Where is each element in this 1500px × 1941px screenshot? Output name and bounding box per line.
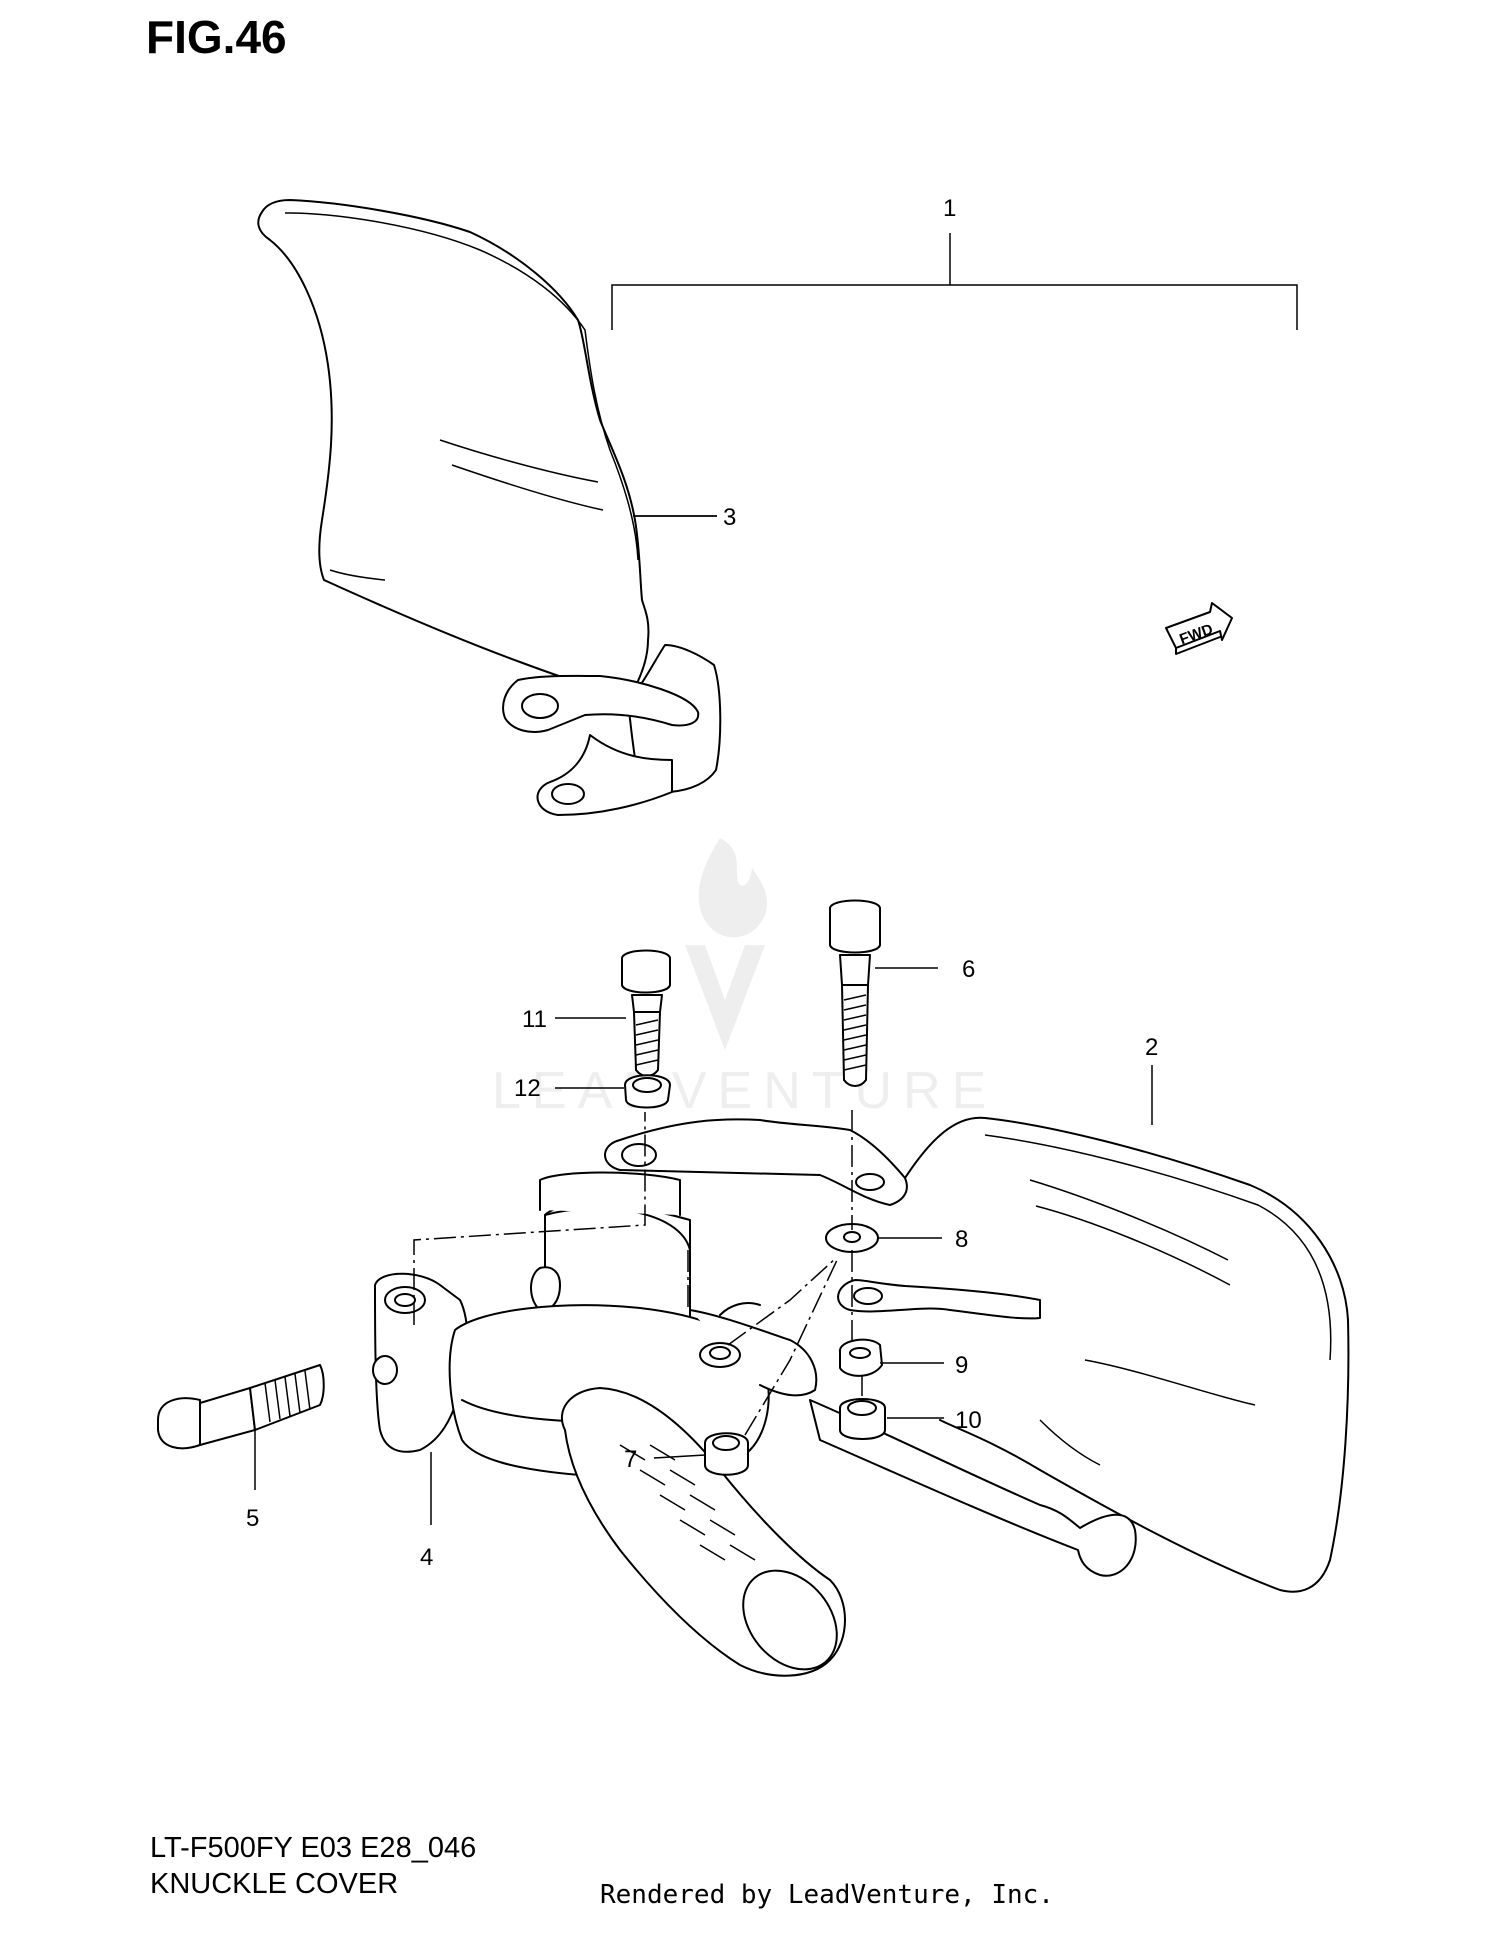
part-5-bolt bbox=[157, 1364, 325, 1450]
assembly-bracket bbox=[611, 233, 1298, 330]
part-3-left-knuckle-cover bbox=[257, 199, 722, 816]
watermark-flame-icon bbox=[698, 838, 768, 938]
part-11-short-bolt bbox=[621, 949, 671, 1077]
watermark-text: LEADVENTURE bbox=[492, 1062, 997, 1120]
part-9-nut bbox=[839, 1338, 883, 1377]
model-code: LT-F500FY E03 E28_046 bbox=[150, 1832, 477, 1864]
callout-7: 7 bbox=[624, 1446, 637, 1473]
section-name: KNUCKLE COVER bbox=[150, 1868, 399, 1900]
callout-labels: 1 2 3 4 5 6 7 8 9 10 11 12 bbox=[246, 195, 1158, 1571]
callout-3: 3 bbox=[723, 504, 736, 531]
callout-4: 4 bbox=[420, 1544, 433, 1571]
callout-12: 12 bbox=[514, 1075, 541, 1102]
callout-11: 11 bbox=[522, 1006, 547, 1033]
callout-5: 5 bbox=[246, 1505, 259, 1532]
callout-1: 1 bbox=[943, 195, 956, 222]
part-7-collar bbox=[704, 1432, 749, 1476]
part-6-long-bolt bbox=[829, 899, 881, 1087]
callout-2: 2 bbox=[1145, 1034, 1158, 1061]
callout-8: 8 bbox=[955, 1226, 968, 1253]
handle-grip bbox=[560, 1387, 846, 1677]
part-10-collar bbox=[839, 1398, 886, 1440]
assembly-lines bbox=[413, 1110, 863, 1436]
part-12-washer bbox=[624, 1074, 671, 1109]
callout-9: 9 bbox=[955, 1352, 968, 1379]
fwd-direction-badge: FWD bbox=[1165, 602, 1233, 655]
figure-title: FIG.46 bbox=[146, 11, 287, 63]
callout-10: 10 bbox=[955, 1407, 982, 1434]
callout-6: 6 bbox=[962, 956, 975, 983]
watermark: LEADVENTURE bbox=[492, 838, 997, 1120]
leader-lines bbox=[254, 515, 1153, 1525]
part-2-right-knuckle-cover bbox=[604, 1116, 1350, 1593]
render-credit: Rendered by LeadVenture, Inc. bbox=[600, 1880, 1054, 1910]
watermark-v-icon bbox=[685, 945, 765, 1050]
